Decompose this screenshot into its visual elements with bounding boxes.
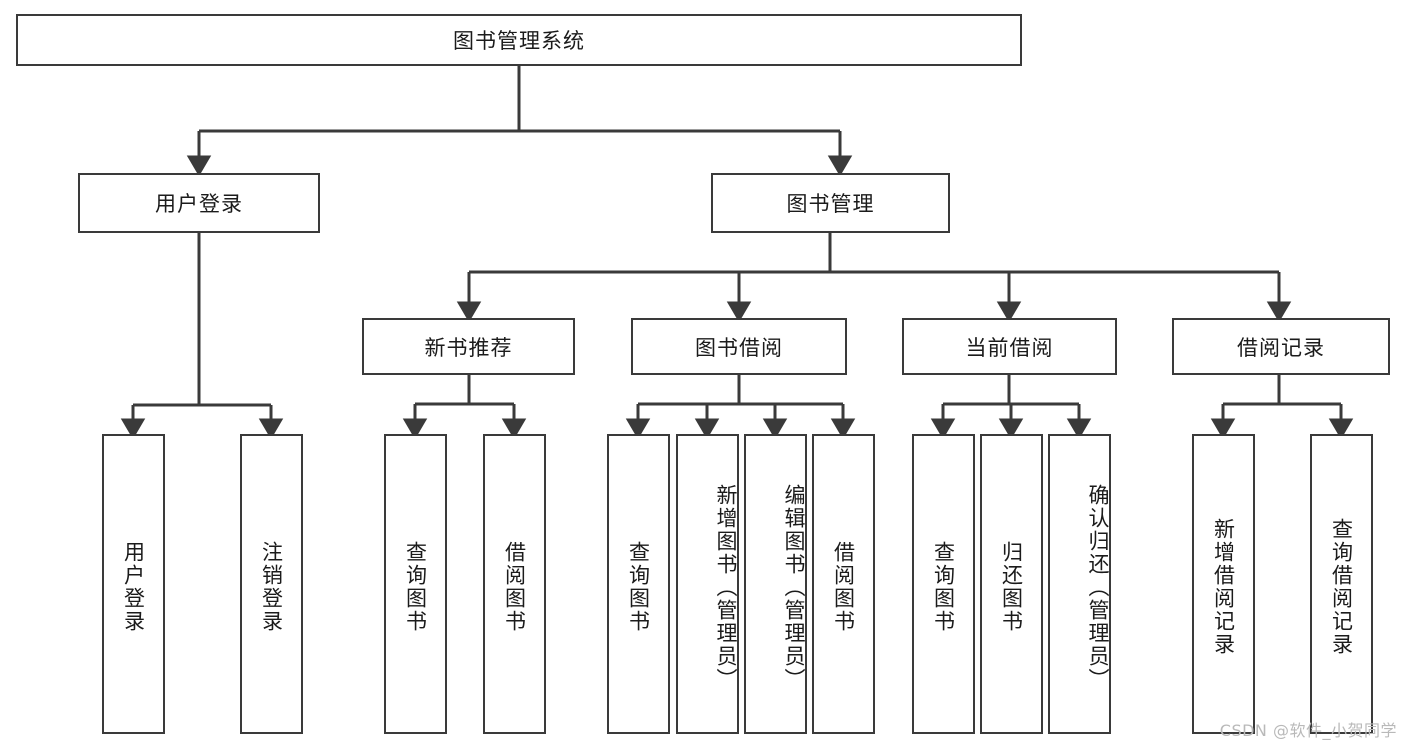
node-label: 确认归还（管理员） [1086, 483, 1110, 691]
node-label: 新增借阅记录 [1211, 518, 1236, 656]
node-label: 当前借阅 [965, 335, 1054, 360]
node-label: 归还图书 [999, 541, 1024, 633]
watermark: CSDN @软件_小贺同学 [1219, 721, 1397, 740]
node-label: 新增图书（管理员） [714, 483, 738, 691]
leaf-borrow-record-query-record[interactable]: 查询借阅记录 [1310, 434, 1373, 734]
node-book-borrow[interactable]: 图书借阅 [631, 318, 847, 375]
node-label: 图书借阅 [695, 335, 783, 360]
node-label: 查询图书 [931, 541, 956, 633]
node-label: 借阅图书 [831, 541, 856, 633]
node-user-login[interactable]: 用户登录 [78, 173, 320, 233]
leaf-new-book-query-book[interactable]: 查询图书 [384, 434, 447, 734]
node-label: 查询图书 [403, 541, 428, 633]
leaf-user-login-login[interactable]: 用户登录 [102, 434, 165, 734]
leaf-book-borrow-edit-book-admin[interactable]: 编辑图书（管理员） [744, 434, 807, 734]
node-label: 图书管理 [786, 192, 875, 216]
node-label: 编辑图书（管理员） [782, 483, 806, 691]
leaf-book-borrow-borrow-book[interactable]: 借阅图书 [812, 434, 875, 734]
node-label: 用户登录 [155, 192, 243, 216]
node-label: 借阅记录 [1237, 335, 1325, 360]
node-label: 查询借阅记录 [1329, 518, 1354, 656]
node-new-book-recommend[interactable]: 新书推荐 [362, 318, 575, 375]
leaf-current-borrow-query-book[interactable]: 查询图书 [912, 434, 975, 734]
node-label: 图书管理系统 [453, 29, 585, 53]
node-book-management[interactable]: 图书管理 [711, 173, 950, 233]
node-label: 注销登录 [259, 541, 284, 633]
leaf-user-login-logout[interactable]: 注销登录 [240, 434, 303, 734]
leaf-borrow-record-add-record[interactable]: 新增借阅记录 [1192, 434, 1255, 734]
node-label: 查询图书 [626, 541, 651, 633]
leaf-current-borrow-return-book[interactable]: 归还图书 [980, 434, 1043, 734]
node-root-book-management-system[interactable]: 图书管理系统 [16, 14, 1022, 66]
node-current-borrow[interactable]: 当前借阅 [902, 318, 1117, 375]
leaf-new-book-borrow-book[interactable]: 借阅图书 [483, 434, 546, 734]
leaf-current-borrow-confirm-return-admin[interactable]: 确认归还（管理员） [1048, 434, 1111, 734]
leaf-book-borrow-query-book[interactable]: 查询图书 [607, 434, 670, 734]
node-label: 借阅图书 [502, 541, 527, 633]
node-borrow-record[interactable]: 借阅记录 [1172, 318, 1390, 375]
node-label: 新书推荐 [424, 335, 513, 360]
node-label: 用户登录 [121, 541, 146, 633]
leaf-book-borrow-add-book-admin[interactable]: 新增图书（管理员） [676, 434, 739, 734]
